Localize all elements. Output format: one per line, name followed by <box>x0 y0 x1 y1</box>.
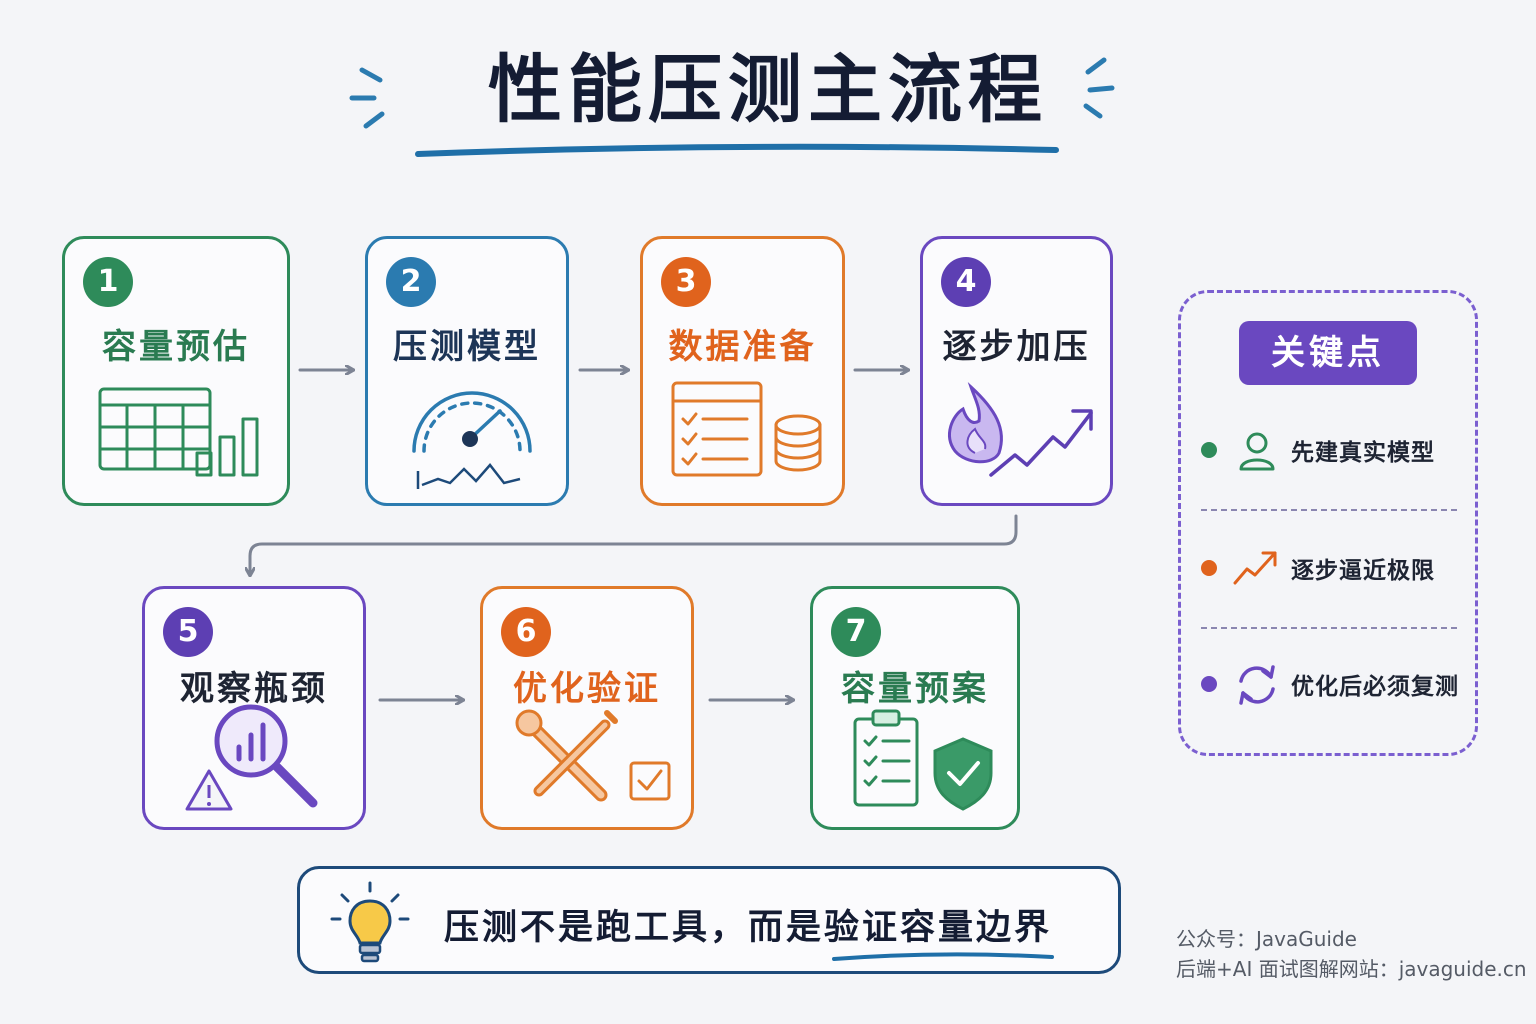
divider <box>1201 509 1457 511</box>
title-decoration <box>349 57 1115 157</box>
step-5-observe-bottleneck: 5 观察瓶颈 <box>142 586 366 830</box>
summary-note: 压测不是跑工具，而是验证容量边界 <box>297 866 1121 974</box>
step-1-capacity-estimation: 1 容量预估 <box>62 236 290 506</box>
credit-block: 公众号：JavaGuide 后端+AI 面试图解网站：javaguide.cn <box>1176 924 1527 984</box>
step-number-badge: 1 <box>83 257 133 307</box>
step-number-badge: 5 <box>163 607 213 657</box>
step-number-badge: 4 <box>941 257 991 307</box>
bullet-dot <box>1201 560 1217 576</box>
step-label: 优化验证 <box>513 669 661 709</box>
tools-checkbox-icon <box>515 709 671 802</box>
step-2-load-model: 2 压测模型 <box>365 236 569 506</box>
key-point-text: 优化后必须复测 <box>1291 674 1459 700</box>
divider <box>1201 627 1457 629</box>
trend-up-icon <box>1233 551 1277 585</box>
step-label: 观察瓶颈 <box>180 669 328 709</box>
magnifier-warning-icon <box>185 704 318 811</box>
key-points-title: 关键点 <box>1239 321 1417 385</box>
step-label: 数据准备 <box>668 327 817 367</box>
step-3-data-preparation: 3 数据准备 <box>640 236 845 506</box>
step-number-badge: 7 <box>831 607 881 657</box>
step-label: 逐步加压 <box>942 327 1091 367</box>
step-label: 容量预案 <box>841 669 989 709</box>
step-number-badge: 6 <box>501 607 551 657</box>
step-7-capacity-plan: 7 容量预案 <box>810 586 1020 830</box>
clipboard-shield-icon <box>853 709 993 811</box>
step-4-gradual-load: 4 逐步加压 <box>920 236 1113 506</box>
step-number-badge: 2 <box>386 257 436 307</box>
bullet-dot <box>1201 676 1217 692</box>
summary-text: 压测不是跑工具，而是验证容量边界 <box>444 908 1053 948</box>
key-point-text: 先建真实模型 <box>1291 440 1435 466</box>
credit-wechat: 公众号：JavaGuide <box>1176 927 1357 951</box>
key-point-text: 逐步逼近极限 <box>1291 558 1435 584</box>
key-point-item: 逐步逼近极限 <box>1201 543 1471 593</box>
key-point-item: 优化后必须复测 <box>1201 659 1471 709</box>
step-label: 压测模型 <box>393 327 541 367</box>
key-point-item: 先建真实模型 <box>1201 425 1471 475</box>
key-points-panel: 关键点 先建真实模型 逐步逼近极限 优化后必须复测 <box>1178 290 1478 756</box>
step-6-optimize-verify: 6 优化验证 <box>480 586 694 830</box>
flame-trend-up-icon <box>948 381 1093 477</box>
bullet-dot <box>1201 442 1217 458</box>
credit-website: 后端+AI 面试图解网站：javaguide.cn <box>1176 957 1527 981</box>
refresh-icon <box>1239 665 1275 705</box>
user-icon <box>1239 432 1275 471</box>
underline-decoration <box>832 952 1054 961</box>
page-title: 性能压测主流程 <box>488 47 1048 133</box>
checklist-database-icon <box>671 381 822 477</box>
speedometer-icon <box>412 391 532 489</box>
spreadsheet-bar-chart-icon <box>98 387 259 477</box>
lightbulb-icon <box>330 881 410 963</box>
step-label: 容量预估 <box>102 327 250 367</box>
step-number-badge: 3 <box>661 257 711 307</box>
